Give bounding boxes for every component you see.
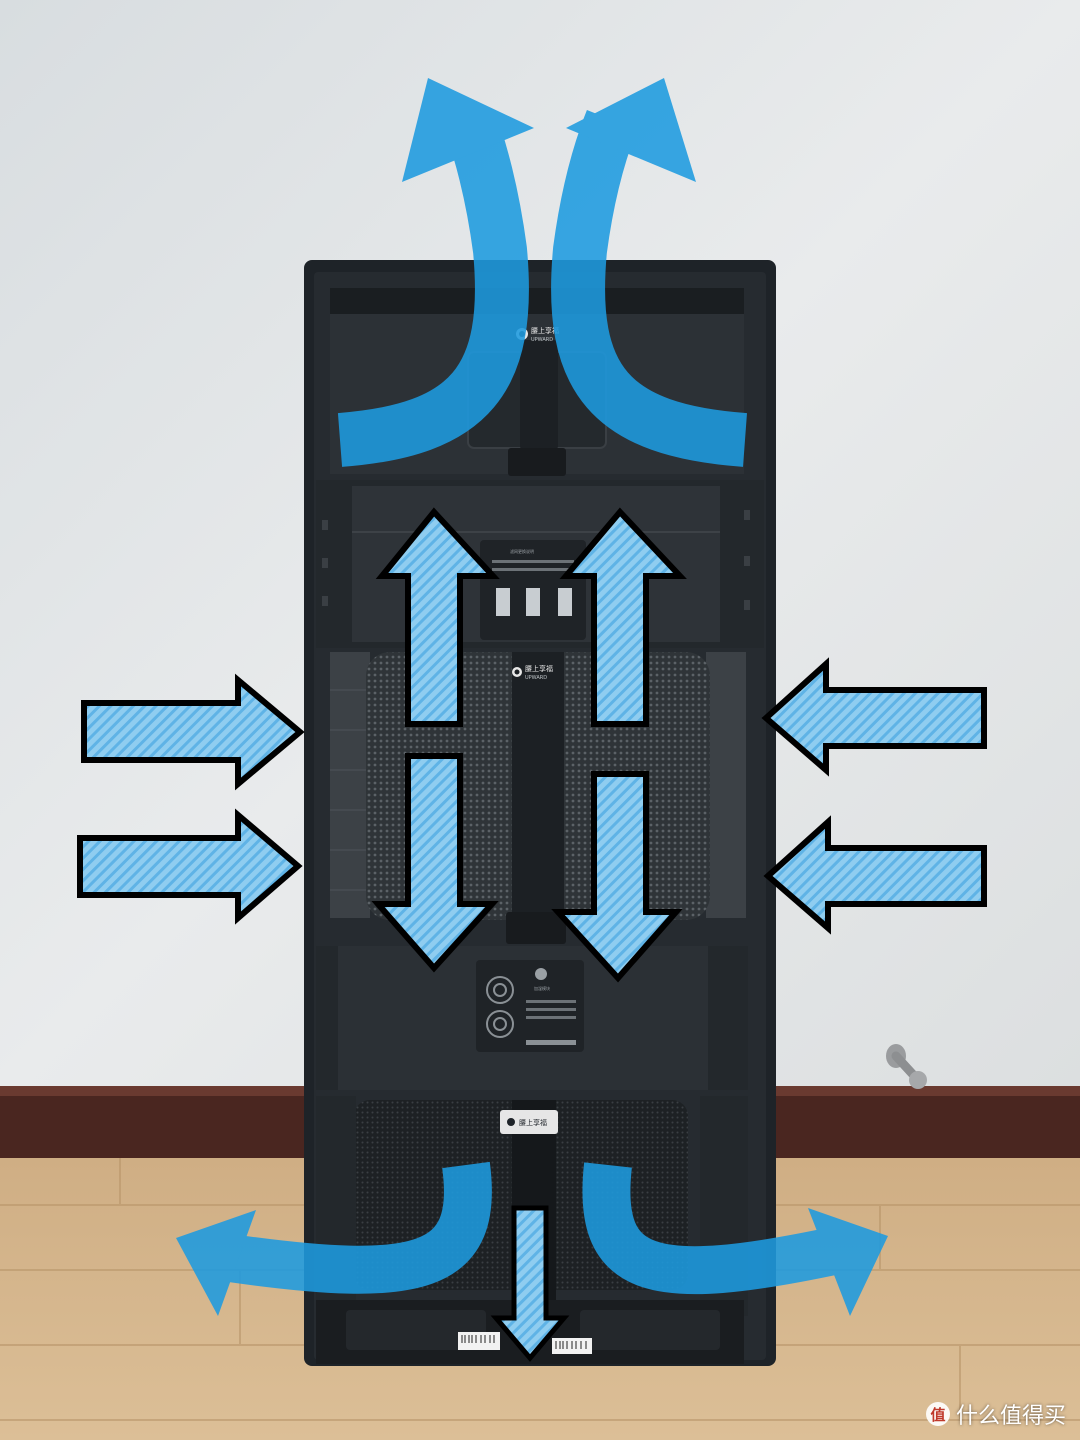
inner-arrow-up-left	[375, 507, 500, 727]
bottom-outlet-arrows	[176, 1161, 888, 1316]
outlet-arrowhead-left	[402, 78, 534, 182]
middle-brand-logo: 腰上享福 UPWARD	[512, 664, 553, 681]
barcode-sticker-right	[552, 1338, 592, 1354]
side-mesh-right	[706, 652, 746, 918]
svg-text:腰上享福: 腰上享福	[531, 326, 559, 335]
inner-arrow-down-right	[551, 771, 683, 983]
svg-text:腰上享福: 腰上享福	[519, 1118, 547, 1127]
outlet-arrow-right	[551, 109, 748, 467]
door-stopper	[886, 1044, 927, 1089]
barcode-sticker-left	[458, 1332, 500, 1350]
svg-text:UPWARD: UPWARD	[531, 337, 553, 343]
bottom-brand-tag	[500, 1110, 558, 1134]
inner-arrow-up-right	[559, 507, 687, 727]
filter-instruction-label: 滤网更换说明	[480, 540, 586, 640]
filter-handle	[512, 652, 564, 924]
intake-arrow-left-upper	[81, 673, 305, 791]
bottom-arrow-down	[490, 1205, 570, 1362]
bottom-arrowhead-right	[808, 1208, 888, 1316]
watermark-text: 什么值得买	[955, 1404, 1066, 1429]
side-intake-arrows	[77, 657, 987, 935]
svg-text:腰上享福: 腰上享福	[525, 664, 553, 673]
bottom-arrow-left	[226, 1161, 492, 1294]
top-outlet-arrows	[337, 78, 748, 467]
bottom-arrow-right	[582, 1162, 843, 1295]
side-mesh-left	[330, 652, 370, 918]
internal-airflow-arrows	[371, 507, 687, 983]
intake-arrow-right-upper	[761, 657, 987, 777]
inner-arrow-down-left	[371, 753, 499, 973]
svg-text:加湿模块: 加湿模块	[534, 985, 550, 991]
svg-text:UPWARD: UPWARD	[525, 675, 547, 681]
outlet-arrowhead-right	[566, 78, 696, 182]
watermark-logo-icon: 值	[925, 1402, 950, 1426]
intake-arrow-right-lower	[763, 815, 987, 935]
module-label: 加湿模块	[476, 960, 584, 1052]
intake-arrow-left-lower	[77, 808, 303, 925]
bottom-arrowhead-left	[176, 1210, 256, 1316]
svg-text:滤网更换说明: 滤网更换说明	[510, 548, 534, 554]
site-watermark: 值 什么值得买	[925, 1398, 1066, 1430]
outlet-arrow-left	[337, 111, 529, 467]
